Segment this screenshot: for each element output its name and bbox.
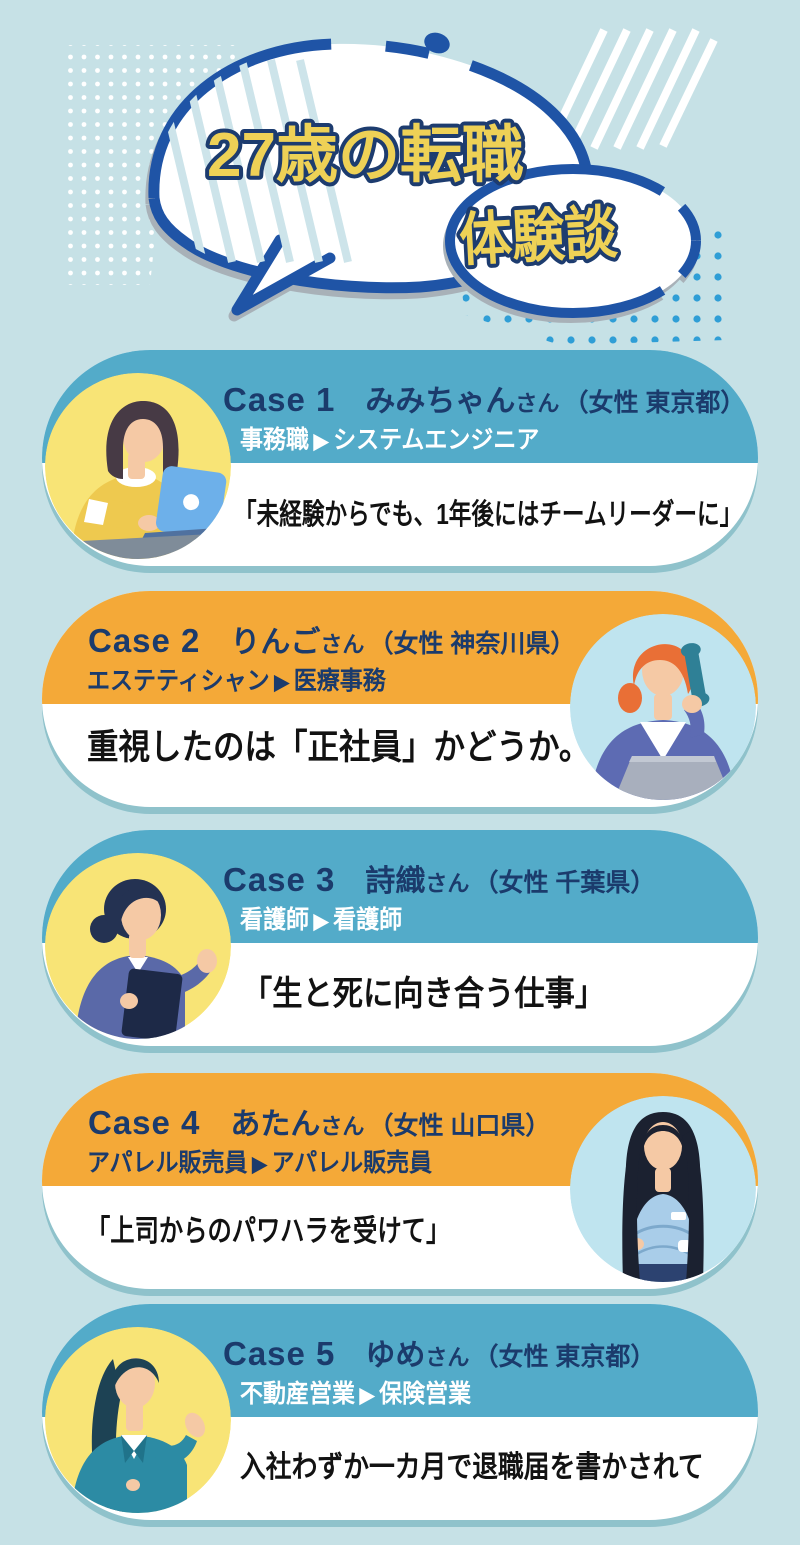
case-5-career-to: 保険営業 <box>379 1380 472 1408</box>
bubble-dot <box>424 32 450 54</box>
case-2-quote: 重視したのは「正社員」かどうか。 <box>87 728 591 767</box>
case-3-quote: 「生と死に向き合う仕事」 <box>242 975 606 1013</box>
case-2-career-to: 医療事務 <box>293 667 386 695</box>
case-3-avatar <box>45 853 231 1039</box>
case-5-title: Case 5 ゆめさん（女性 東京都） <box>223 1330 655 1374</box>
arrow-icon: ▶ <box>313 430 329 453</box>
case-4-career: アパレル販売員▶アパレル販売員 <box>87 1143 432 1179</box>
case-card-1: Case 1 みみちゃんさん（女性 東京都） 事務職▶システムエンジニア 「未経験… <box>42 350 758 566</box>
case-1-career-to: システムエンジニア <box>333 426 540 454</box>
hero-banner: 27歳の転職 体験談 <box>68 28 728 345</box>
case-5-career-from: 不動産営業 <box>240 1380 356 1408</box>
case-1-name-suffix: さん <box>515 391 560 416</box>
case-2-profile: （女性 神奈川県） <box>368 630 576 658</box>
woman-arms-crossed-illustration <box>570 1096 756 1282</box>
case-3-career: 看護師▶看護師 <box>240 900 402 936</box>
case-4-career-from: アパレル販売員 <box>87 1149 248 1177</box>
arrow-icon: ▶ <box>252 1153 268 1176</box>
case-5-quote: 入社わずか一カ月で退職届を書かされて <box>240 1451 704 1484</box>
case-3-career-from: 看護師 <box>240 906 310 934</box>
woman-with-clipboard-illustration <box>45 853 231 1039</box>
page-title: 27歳の転職 <box>207 121 524 190</box>
case-5-name: ゆめ <box>365 1339 426 1372</box>
woman-presenting-illustration <box>45 1327 231 1513</box>
page-subtitle: 体験談 <box>458 200 619 273</box>
case-4-career-to: アパレル販売員 <box>271 1149 433 1177</box>
case-1-profile: （女性 東京都） <box>563 389 746 417</box>
woman-on-phone-illustration <box>570 614 756 800</box>
arrow-icon: ▶ <box>313 910 329 933</box>
case-4-name-suffix: さん <box>320 1114 365 1139</box>
case-4-name: あたん <box>230 1108 321 1141</box>
case-4-label: Case 4 <box>88 1104 201 1141</box>
case-1-label: Case 1 <box>223 381 336 418</box>
case-1-career-from: 事務職 <box>240 426 310 454</box>
case-3-name: 詩織 <box>365 865 426 898</box>
case-4-quote: 「上司からのパワハラを受けて」 <box>86 1215 451 1248</box>
case-1-title: Case 1 みみちゃんさん（女性 東京都） <box>223 376 745 420</box>
case-2-name: りんご <box>230 626 321 659</box>
case-3-name-suffix: さん <box>425 871 470 896</box>
case-1-name: みみちゃん <box>365 385 516 418</box>
case-2-title: Case 2 りんごさん（女性 神奈川県） <box>88 617 575 661</box>
case-card-2: Case 2 りんごさん（女性 神奈川県） エステティシャン▶医療事務 重視したの… <box>42 591 758 807</box>
case-1-avatar <box>45 373 231 559</box>
case-5-avatar <box>45 1327 231 1513</box>
woman-at-laptop-illustration <box>45 373 231 559</box>
case-3-profile: （女性 千葉県） <box>473 869 656 897</box>
case-5-name-suffix: さん <box>425 1345 470 1370</box>
speech-bubble-small <box>445 164 701 318</box>
case-5-career: 不動産営業▶保険営業 <box>240 1374 471 1410</box>
case-3-title: Case 3 詩織さん（女性 千葉県） <box>223 856 655 900</box>
case-1-quote: 「未経験からでも、1年後にはチームリーダーに」 <box>234 499 743 531</box>
case-card-3: Case 3 詩織さん（女性 千葉県） 看護師▶看護師 「生と死に向き合う仕事」 <box>42 830 758 1046</box>
arrow-icon: ▶ <box>274 671 290 694</box>
case-4-title: Case 4 あたんさん（女性 山口県） <box>88 1099 550 1143</box>
case-5-profile: （女性 東京都） <box>473 1343 656 1371</box>
case-2-career: エステティシャン▶医療事務 <box>87 661 386 697</box>
case-card-4: Case 4 あたんさん（女性 山口県） アパレル販売員▶アパレル販売員 「上司か… <box>42 1073 758 1289</box>
case-4-avatar <box>570 1096 756 1282</box>
arrow-icon: ▶ <box>359 1384 375 1407</box>
case-2-name-suffix: さん <box>320 632 365 657</box>
case-2-label: Case 2 <box>88 622 201 659</box>
case-3-label: Case 3 <box>223 861 336 898</box>
case-4-profile: （女性 山口県） <box>368 1112 551 1140</box>
case-2-career-from: エステティシャン <box>87 667 270 695</box>
case-1-career: 事務職▶システムエンジニア <box>240 420 539 456</box>
case-3-career-to: 看護師 <box>333 906 403 934</box>
white-stripes-decoration <box>544 28 718 150</box>
case-card-5: Case 5 ゆめさん（女性 東京都） 不動産営業▶保険営業 入社わずか一カ月で退… <box>42 1304 758 1520</box>
case-5-label: Case 5 <box>223 1335 336 1372</box>
case-2-avatar <box>570 614 756 800</box>
